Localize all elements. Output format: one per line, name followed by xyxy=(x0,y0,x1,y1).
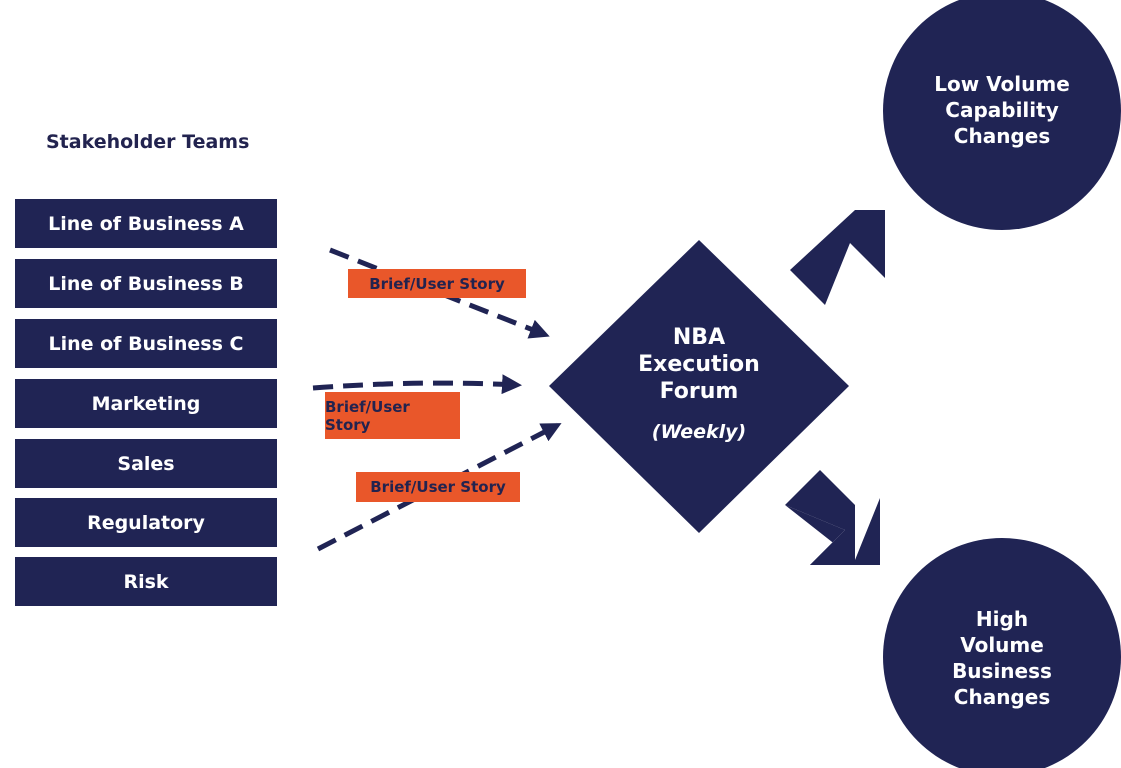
high-volume-line-3: Business xyxy=(952,659,1052,683)
arrow-up-right xyxy=(790,210,885,305)
dashed-arrow-top xyxy=(329,247,550,339)
forum-line-3: Forum xyxy=(659,379,739,404)
high-volume-circle xyxy=(883,538,1121,768)
tag-brief-user-story-1: Brief/User Story xyxy=(348,269,526,298)
team-line-of-business-c: Line of Business C xyxy=(15,319,277,368)
low-volume-label: Low Volume Capability Changes xyxy=(912,71,1092,149)
forum-line-2: Execution xyxy=(638,352,760,377)
low-volume-line-1: Low Volume xyxy=(934,72,1070,96)
tag-brief-user-story-3: Brief/User Story xyxy=(356,472,520,502)
high-volume-line-4: Changes xyxy=(953,685,1051,709)
team-regulatory: Regulatory xyxy=(15,498,277,547)
low-volume-circle xyxy=(883,0,1121,230)
team-marketing: Marketing xyxy=(15,379,277,428)
forum-cadence: (Weekly) xyxy=(651,421,747,443)
stakeholder-teams-heading: Stakeholder Teams xyxy=(46,131,250,153)
team-line-of-business-b: Line of Business B xyxy=(15,259,277,308)
team-sales: Sales xyxy=(15,439,277,488)
high-volume-line-1: High xyxy=(975,607,1029,631)
forum-line-1: NBA xyxy=(672,325,726,350)
dashed-arrow-middle xyxy=(312,374,522,395)
arrow-down-right xyxy=(785,498,880,565)
high-volume-label: High Volume Business Changes xyxy=(912,606,1092,710)
team-line-of-business-a: Line of Business A xyxy=(15,199,277,248)
forum-title: NBA Execution Forum xyxy=(620,324,778,405)
team-risk: Risk xyxy=(15,557,277,606)
tag-brief-user-story-2: Brief/User Story xyxy=(325,392,460,439)
forum-diamond xyxy=(549,240,849,533)
low-volume-line-2: Capability xyxy=(945,98,1059,122)
low-volume-line-3: Changes xyxy=(953,124,1051,148)
high-volume-line-2: Volume xyxy=(960,633,1044,657)
